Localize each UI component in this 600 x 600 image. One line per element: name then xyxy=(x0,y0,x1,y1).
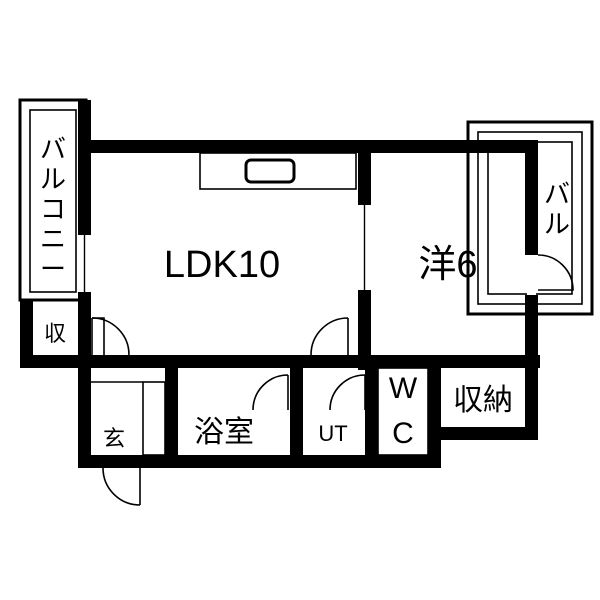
utility-label: UT xyxy=(318,421,347,446)
walls xyxy=(20,100,540,468)
kitchen-counter xyxy=(199,152,357,190)
entrance-label: 玄 xyxy=(103,426,125,451)
storage-label: 収納 xyxy=(453,384,513,417)
western-room-label: 洋6 xyxy=(418,244,477,286)
right-balcony-char-1: バ xyxy=(544,179,570,209)
bath-label: 浴室 xyxy=(194,416,254,449)
left-balcony-char-1: バ xyxy=(40,134,66,164)
wc-compartment xyxy=(377,367,429,456)
left-balcony-char-2: ル xyxy=(40,164,66,194)
right-balcony-char-2: ル xyxy=(544,209,570,239)
small-storage-label: 収 xyxy=(44,321,66,346)
wc-char-w: W xyxy=(389,372,418,405)
ldk-label: LDK10 xyxy=(164,244,280,286)
windows xyxy=(80,205,536,295)
wc-char-c: C xyxy=(392,417,414,450)
left-balcony-char-5: ー xyxy=(40,254,66,284)
left-balcony-char-3: コ xyxy=(40,194,66,224)
door-swings xyxy=(91,254,574,506)
left-balcony-char-4: ニ xyxy=(40,224,66,254)
